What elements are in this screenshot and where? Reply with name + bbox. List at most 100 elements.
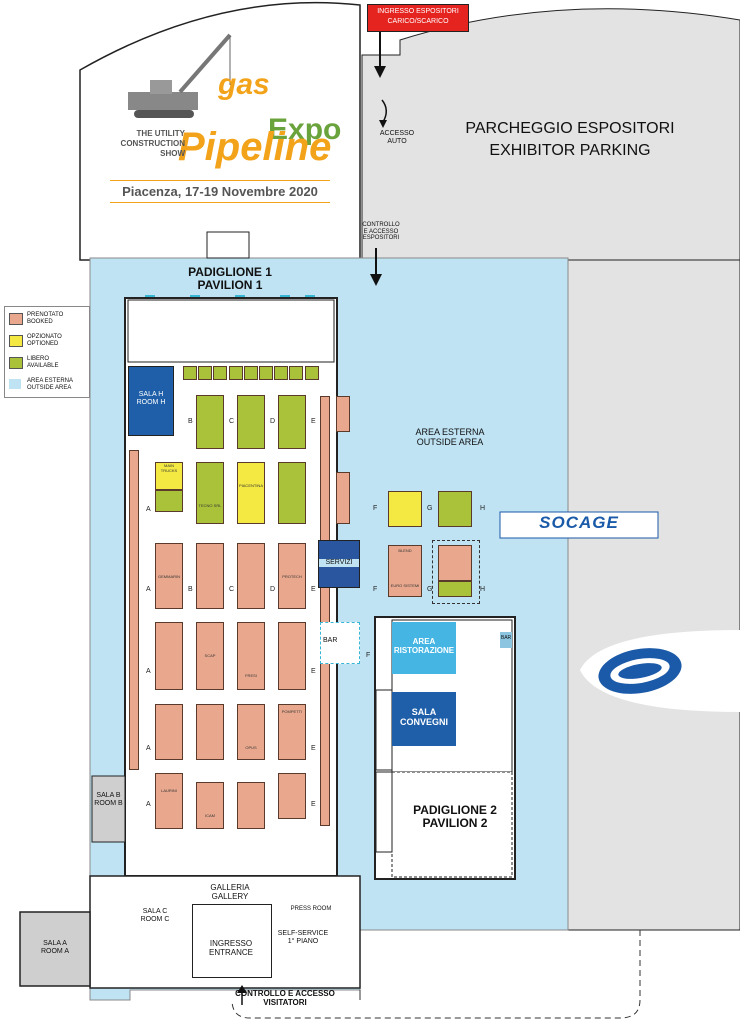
booth-fresi[interactable]: FRESI [237,622,265,690]
aisle-letter-e: E [311,801,316,808]
logo-tagline-3: SHOW [160,149,185,158]
booth-protech[interactable]: PROTECH [278,543,306,609]
right-gray-area [567,259,740,931]
aisle-letter-e: E [311,745,316,752]
booth[interactable] [237,543,265,609]
outside-booth[interactable] [438,581,472,597]
aisle-letter-f: F [373,505,378,512]
booth[interactable] [155,490,183,512]
controllo-espositori-label: CONTROLLO E ACCESSO ESPOSITORI [362,222,400,242]
booth[interactable] [183,366,197,380]
booth[interactable] [278,622,306,690]
aisle-letter-a: A [146,506,151,513]
logo-pipeline: Pipeline [178,125,332,169]
aisle-letter-a: A [146,745,151,752]
parking-label: PARCHEGGIO ESPOSITORI EXHIBITOR PARKING [465,120,675,159]
booth-tecno-srl[interactable]: TECNO SRL [196,462,224,524]
aisle-letter-h: H [480,505,486,512]
aisle-letter-g: G [427,586,433,593]
booth-pompetti[interactable]: POMPETTI [278,704,306,760]
booth[interactable] [198,366,213,380]
aisle-letter-h: H [480,586,486,593]
booth[interactable] [274,366,289,380]
booth[interactable] [237,782,265,829]
aisle-letter-f: F [366,652,371,659]
booth-main-trucks[interactable]: MAIN TRUCKS [155,462,183,490]
controllo-visitatori-label: CONTROLLO E ACCESSO VISITATORI [235,989,335,1007]
booth-opus[interactable]: OPUS [237,704,265,760]
booth[interactable] [289,366,304,380]
outside-booth[interactable] [388,491,422,527]
booth[interactable] [243,366,258,380]
aisle-letter-a: A [146,586,151,593]
aisle-letter-c: C [229,586,235,593]
galleria-label: GALLERIA GALLERY [210,883,250,901]
booth-scap[interactable]: SCAP [196,622,224,690]
logo-tagline-1: THE UTILITY [136,129,185,138]
outside-booth[interactable] [438,491,472,527]
booth[interactable] [304,366,319,380]
ingresso-label: INGRESSO ENTRANCE [208,939,253,957]
booth[interactable] [228,366,243,380]
booth[interactable] [196,543,224,609]
sala-b [91,775,126,843]
aisle-letter-e: E [311,418,316,425]
aisle-letter-c: C [229,418,235,425]
booth[interactable] [278,773,306,819]
booth[interactable] [278,462,306,524]
booth-piacentina[interactable]: PIACENTINA [237,462,265,524]
aisle-letter-b: B [188,418,193,425]
booth-gemmarin[interactable]: GEMMARIN [155,543,183,609]
aisle-letter-e: E [311,586,316,593]
booth[interactable] [336,396,350,432]
pavilion-2-label: PADIGLIONE 2 PAVILION 2 [413,803,497,831]
parking-area [361,8,740,261]
outside-booth[interactable] [438,545,472,581]
booth[interactable] [259,366,273,380]
booth[interactable] [336,472,350,524]
aisle-letter-f: F [373,586,378,593]
aisle-letter-a: A [146,668,151,675]
pavilion-1-label: PADIGLIONE 1 PAVILION 1 [188,265,272,293]
booth[interactable] [155,622,183,690]
aisle-letter-b: B [188,586,193,593]
bar-pav2: BAR [500,632,512,648]
aisle-letter-g: G [427,505,433,512]
booth[interactable] [278,395,306,449]
booth-laurini[interactable]: LAURINI [155,773,183,829]
logo-date: Piacenza, 17-19 Novembre 2020 [122,184,318,199]
booth[interactable] [213,366,228,380]
logo-expo: Expo [268,113,342,146]
legend-available-swatch [9,357,23,369]
booth[interactable] [237,395,265,449]
legend-outside-swatch [9,379,21,389]
bar-pav1: BAR [320,622,360,664]
booth-icam[interactable]: ICAM [196,782,224,829]
outside-area-label: AREA ESTERNA OUTSIDE AREA [415,427,485,447]
booth-strip[interactable] [320,396,330,826]
legend-booked-swatch [9,313,23,325]
sala-c-label: SALA C ROOM C [140,908,170,923]
aisle-letter-a: A [146,801,151,808]
booth[interactable] [196,395,224,449]
booth[interactable] [196,704,224,760]
sala-b-label: SALA B ROOM B [94,792,123,807]
logo-tagline-2: CONSTRUCTION [120,139,185,148]
booth[interactable] [155,704,183,760]
crane-illustration [128,33,232,118]
press-room-label: PRESS ROOM [290,906,332,912]
servizi: SERVIZI [318,540,360,588]
legend-optioned-swatch [9,335,23,347]
logo-building [79,1,361,261]
entrance-sign: INGRESSO ESPOSITORI CARICO/SCARICO [367,4,469,32]
accesso-auto-label: ACCESSO AUTO [379,130,415,145]
sala-a [19,911,91,987]
aisle-letter-d: D [270,586,276,593]
booth-strip[interactable] [129,450,139,770]
self-service-label: SELF-SERVICE 1° PIANO [277,930,329,945]
